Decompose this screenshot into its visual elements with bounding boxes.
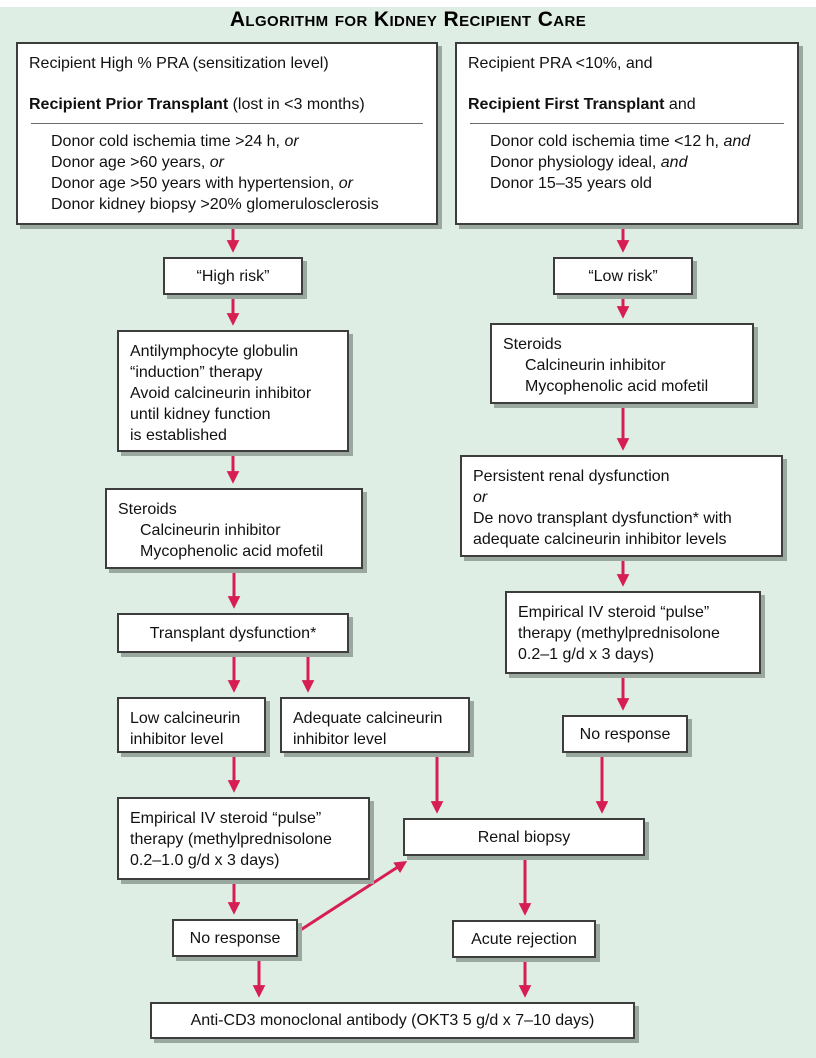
node-line: adequate calcineurin inhibitor levels: [473, 531, 727, 548]
criteria-item: Donor cold ischemia time >24 h, or: [51, 131, 425, 152]
node-line: Steroids: [118, 501, 177, 518]
item-conjunction: and: [723, 133, 751, 150]
node-low-cni-level: Low calcineurin inhibitor level: [117, 697, 266, 753]
criteria-item: Donor kidney biopsy >20% glomerulosclero…: [51, 194, 425, 215]
node-label: “High risk”: [196, 267, 270, 285]
item-conjunction: or: [338, 175, 353, 192]
arrow-no-response-left-to-renal-biopsy: [298, 860, 408, 933]
criteria-item: Donor age >60 years, or: [51, 152, 425, 173]
node-low-risk-criteria: Recipient PRA <10%, and Recipient First …: [455, 42, 799, 225]
node-no-response-right: No response: [562, 715, 688, 753]
node-line: until kidney function: [130, 406, 271, 423]
node-pulse-therapy-left: Empirical IV steroid “pulse” therapy (me…: [117, 797, 370, 880]
node-no-response-left: No response: [172, 919, 298, 957]
criteria-line: Recipient First Transplant and: [468, 94, 786, 115]
node-line: Antilymphocyte globulin: [130, 343, 299, 360]
node-line: inhibitor level: [293, 731, 387, 748]
node-label: Anti-CD3 monoclonal antibody (OKT3 5 g/d…: [190, 1012, 595, 1029]
item-text: Donor kidney biopsy >20% glomerulosclero…: [51, 196, 379, 213]
node-label: No response: [189, 929, 281, 947]
node-line: Mycophenolic acid mofetil: [525, 378, 709, 395]
node-line: Avoid calcineurin inhibitor: [130, 385, 312, 402]
criteria-item: Donor cold ischemia time <12 h, and: [490, 131, 786, 152]
node-line: is established: [130, 427, 227, 444]
node-label: No response: [579, 725, 671, 743]
node-steroids-right: Steroids Calcineurin inhibitor Mycopheno…: [490, 323, 754, 404]
node-conjunction: or: [473, 489, 488, 506]
criteria-item: Donor physiology ideal, and: [490, 152, 786, 173]
node-line: Calcineurin inhibitor: [525, 357, 666, 374]
node-line: Empirical IV steroid “pulse”: [130, 810, 322, 827]
node-label: “Low risk”: [588, 267, 658, 285]
item-text: Donor age >60 years,: [51, 154, 210, 171]
node-line: 0.2–1 g/d x 3 days): [518, 646, 655, 663]
criteria-rest: and: [664, 96, 696, 113]
item-text: Donor age >50 years with hypertension,: [51, 175, 339, 192]
criteria-bold: Recipient First Transplant: [468, 96, 665, 113]
criteria-line: Recipient High % PRA (sensitization leve…: [29, 55, 329, 72]
item-text: Donor 15–35 years old: [490, 175, 652, 192]
node-acute-rejection: Acute rejection: [452, 920, 596, 958]
item-text: Donor physiology ideal,: [490, 154, 661, 171]
node-label: Renal biopsy: [477, 828, 571, 846]
node-renal-biopsy: Renal biopsy: [403, 818, 645, 856]
diagram-title: Algorithm for Kidney Recipient Care: [229, 8, 587, 31]
node-transplant-dysfunction: Transplant dysfunction*: [117, 613, 349, 653]
node-steroids-left: Steroids Calcineurin inhibitor Mycopheno…: [105, 488, 363, 569]
criteria-line: Recipient Prior Transplant (lost in <3 m…: [29, 94, 425, 115]
node-line: inhibitor level: [130, 731, 224, 748]
top-margin-strip: [0, 0, 816, 7]
node-persistent-dysfunction: Persistent renal dysfunction or De novo …: [460, 455, 783, 557]
criteria-rest: (lost in <3 months): [228, 96, 365, 113]
node-pulse-therapy-right: Empirical IV steroid “pulse” therapy (me…: [505, 591, 761, 674]
node-line: Adequate calcineurin: [293, 710, 443, 727]
node-line: Empirical IV steroid “pulse”: [518, 604, 710, 621]
node-line: Low calcineurin: [130, 710, 241, 727]
criteria-bold: Recipient Prior Transplant: [29, 96, 229, 113]
item-conjunction: or: [284, 133, 299, 150]
node-high-risk: “High risk”: [163, 257, 303, 295]
item-conjunction: and: [660, 154, 688, 171]
item-text: Donor cold ischemia time <12 h,: [490, 133, 724, 150]
node-label: Acute rejection: [471, 930, 577, 948]
node-line: therapy (methylprednisolone: [518, 625, 720, 642]
node-induction-therapy: Antilymphocyte globulin “induction” ther…: [117, 330, 349, 452]
item-text: Donor cold ischemia time >24 h,: [51, 133, 285, 150]
node-line: therapy (methylprednisolone: [130, 831, 332, 848]
divider: [470, 123, 784, 124]
criteria-line: Recipient PRA <10%, and: [468, 55, 653, 72]
node-line: Persistent renal dysfunction: [473, 468, 670, 485]
node-okt3-antibody: Anti-CD3 monoclonal antibody (OKT3 5 g/d…: [150, 1002, 635, 1039]
node-high-risk-criteria: Recipient High % PRA (sensitization leve…: [16, 42, 438, 225]
node-line: De novo transplant dysfunction* with: [473, 510, 732, 527]
criteria-item: Donor 15–35 years old: [490, 173, 786, 194]
node-adequate-cni-level: Adequate calcineurin inhibitor level: [280, 697, 470, 753]
node-line: Calcineurin inhibitor: [140, 522, 281, 539]
node-label: Transplant dysfunction*: [149, 624, 317, 642]
node-line: 0.2–1.0 g/d x 3 days): [130, 852, 280, 869]
item-conjunction: or: [209, 154, 224, 171]
node-line: Mycophenolic acid mofetil: [140, 543, 324, 560]
node-low-risk: “Low risk”: [553, 257, 693, 295]
divider: [31, 123, 423, 124]
criteria-item: Donor age >50 years with hypertension, o…: [51, 173, 425, 194]
node-line: “induction” therapy: [130, 364, 263, 381]
node-line: Steroids: [503, 336, 562, 353]
